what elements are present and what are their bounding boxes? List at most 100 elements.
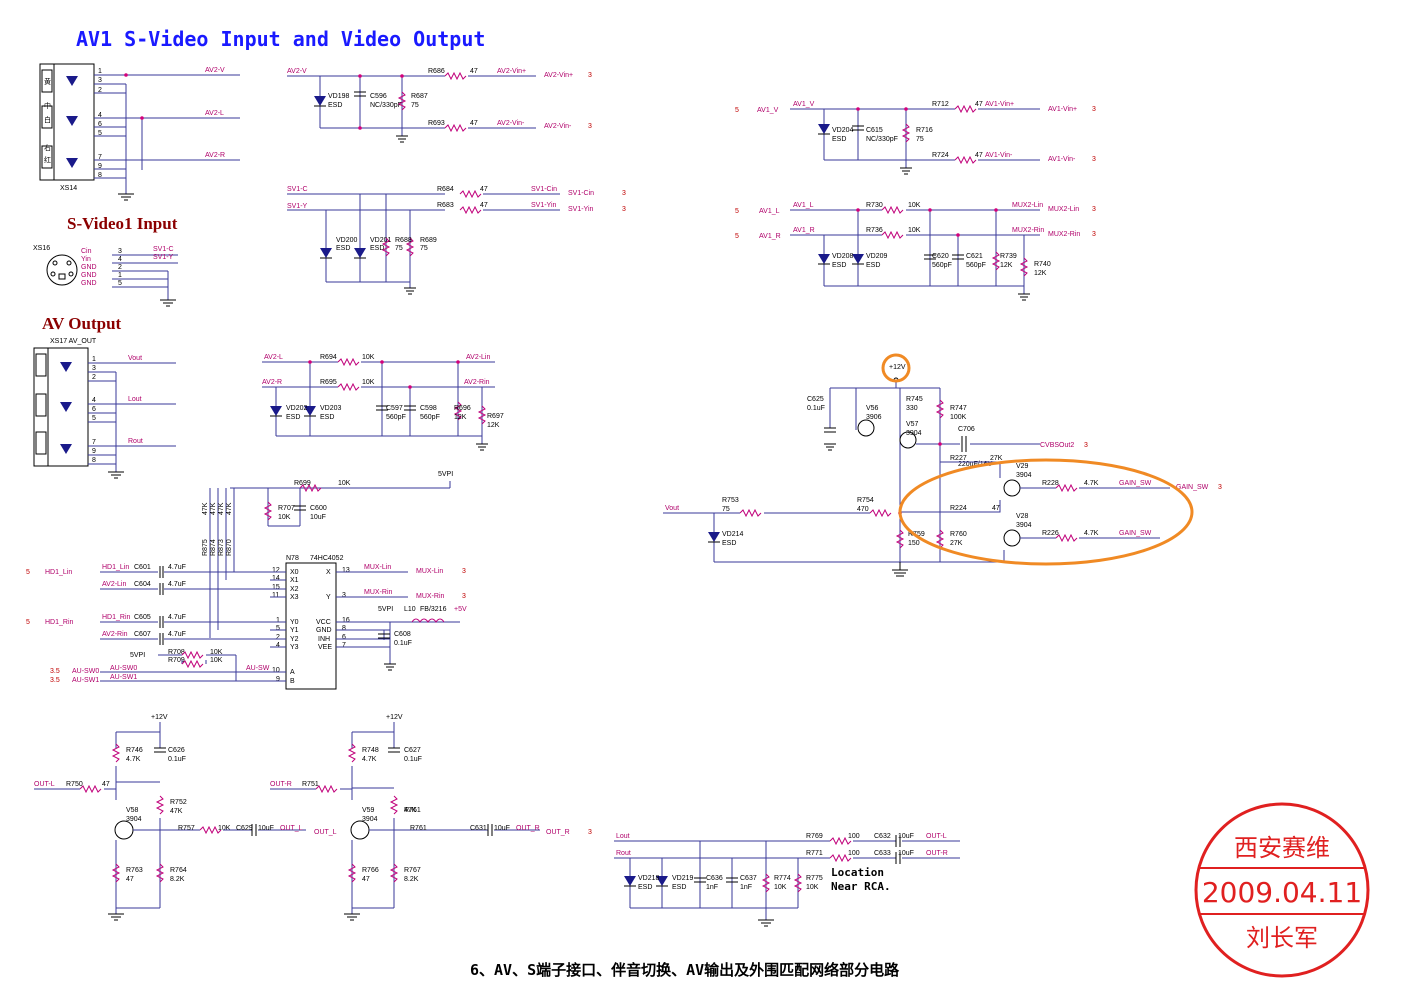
svg-text:C636: C636 <box>706 875 723 882</box>
svg-text:R769: R769 <box>806 833 823 840</box>
svg-text:560pF: 560pF <box>420 414 440 421</box>
svg-text:47K: 47K <box>226 502 233 515</box>
svg-text:C621: C621 <box>966 253 983 260</box>
svg-text:AV2-Vin+: AV2-Vin+ <box>497 68 526 75</box>
svg-text:47K: 47K <box>202 502 209 515</box>
svg-text:10uF: 10uF <box>898 850 914 857</box>
svg-text:7: 7 <box>342 642 346 649</box>
svg-text:10K: 10K <box>338 480 351 487</box>
svg-text:0.1uF: 0.1uF <box>807 405 825 412</box>
svg-text:OUT_R: OUT_R <box>516 825 540 832</box>
svg-text:V59: V59 <box>362 807 375 814</box>
svg-text:MUX2-Lin: MUX2-Lin <box>1012 202 1043 209</box>
svg-text:R228: R228 <box>1042 480 1059 487</box>
svg-text:R227: R227 <box>950 455 967 462</box>
svg-text:12K: 12K <box>454 414 467 421</box>
svg-text:R686: R686 <box>428 68 445 75</box>
svg-text:1: 1 <box>276 617 280 624</box>
svg-text:R697: R697 <box>487 413 504 420</box>
svg-text:R709: R709 <box>168 657 185 664</box>
svg-text:R874: R874 <box>210 539 217 556</box>
svg-text:3: 3 <box>462 593 466 600</box>
svg-text:R694: R694 <box>320 354 337 361</box>
svg-text:3: 3 <box>92 365 96 372</box>
svg-text:AV2-Lin: AV2-Lin <box>102 581 126 588</box>
svg-text:0.1uF: 0.1uF <box>168 756 186 763</box>
svg-text:560pF: 560pF <box>966 262 986 269</box>
svg-text:5: 5 <box>118 280 122 287</box>
svg-text:8: 8 <box>98 172 102 179</box>
svg-text:C608: C608 <box>394 631 411 638</box>
svg-text:VD219: VD219 <box>672 875 694 882</box>
svg-text:47: 47 <box>480 202 488 209</box>
svg-text:NC/330pF: NC/330pF <box>370 102 402 109</box>
svg-text:8.2K: 8.2K <box>404 876 419 883</box>
svg-text:VD203: VD203 <box>320 405 342 412</box>
svg-text:4: 4 <box>98 112 102 119</box>
svg-text:OUT-R: OUT-R <box>926 850 948 857</box>
svg-text:1: 1 <box>92 356 96 363</box>
svg-text:R712: R712 <box>932 101 949 108</box>
svg-text:10uF: 10uF <box>494 825 510 832</box>
svg-text:+12V: +12V <box>889 364 906 371</box>
svg-text:1nF: 1nF <box>740 884 752 891</box>
svg-text:2: 2 <box>276 634 280 641</box>
stamp-date: 2009.04.11 <box>1202 876 1362 909</box>
svg-text:0.1uF: 0.1uF <box>404 756 422 763</box>
svg-text:X0: X0 <box>290 569 299 576</box>
svg-text:8.2K: 8.2K <box>170 876 185 883</box>
svg-text:560pF: 560pF <box>932 262 952 269</box>
svg-text:R748: R748 <box>362 747 379 754</box>
svg-text:13: 13 <box>342 567 350 574</box>
avout-title: AV Output <box>42 314 122 333</box>
svg-text:5VPI: 5VPI <box>438 471 453 478</box>
svg-text:AV1_L: AV1_L <box>759 208 780 215</box>
svg-text:OUT_R: OUT_R <box>546 829 570 836</box>
svg-text:黄: 黄 <box>44 77 51 86</box>
svg-text:3: 3 <box>1092 231 1096 238</box>
svg-text:10K: 10K <box>362 354 375 361</box>
svg-text:SV1-C: SV1-C <box>287 186 308 193</box>
svg-text:47K: 47K <box>170 808 183 815</box>
connector-xs14: 黄 中 白 右 红 XS14 132 465 798 AV2-V AV2-L A… <box>39 63 240 201</box>
svg-text:OUT_L: OUT_L <box>280 825 303 832</box>
svg-text:R739: R739 <box>1000 253 1017 260</box>
svg-text:1nF: 1nF <box>706 884 718 891</box>
svg-text:R757: R757 <box>178 825 195 832</box>
svg-text:AV1_V: AV1_V <box>757 107 779 114</box>
svg-text:R716: R716 <box>916 127 933 134</box>
svg-text:9: 9 <box>98 163 102 170</box>
svg-text:ESD: ESD <box>286 414 300 421</box>
svg-text:75: 75 <box>722 506 730 513</box>
svg-text:R774: R774 <box>774 875 791 882</box>
svg-text:VD209: VD209 <box>866 253 888 260</box>
svg-text:V56: V56 <box>866 405 879 412</box>
svg-text:AU-SW1: AU-SW1 <box>110 674 137 681</box>
svg-text:3906: 3906 <box>866 414 882 421</box>
highlight-ellipse-gain <box>898 458 1194 566</box>
svg-text:R873: R873 <box>218 539 225 556</box>
svg-text:4.7uF: 4.7uF <box>168 564 186 571</box>
svg-text:3: 3 <box>588 72 592 79</box>
svg-text:Lout: Lout <box>616 833 630 840</box>
footer-caption: 6、AV、S端子接口、伴音切换、AV输出及外围匹配网络部分电路 <box>470 961 900 979</box>
svg-text:3904: 3904 <box>906 430 922 437</box>
svg-text:C597: C597 <box>386 405 403 412</box>
svg-text:3904: 3904 <box>1016 522 1032 529</box>
svg-text:VD202: VD202 <box>286 405 308 412</box>
svg-text:R763: R763 <box>126 867 143 874</box>
svg-text:R745: R745 <box>906 396 923 403</box>
svg-text:AV2-R: AV2-R <box>262 379 282 386</box>
svg-text:5: 5 <box>26 619 30 626</box>
svg-text:7: 7 <box>92 439 96 446</box>
location-note-line1: Location <box>831 866 884 879</box>
svg-text:12K: 12K <box>1000 262 1013 269</box>
svg-text:R224: R224 <box>950 505 967 512</box>
svg-text:SV1-Y: SV1-Y <box>287 203 308 210</box>
svg-text:AV1-Vin-: AV1-Vin- <box>1048 156 1076 163</box>
svg-text:GND: GND <box>81 272 97 279</box>
svg-text:R752: R752 <box>170 799 187 806</box>
svg-text:10K: 10K <box>774 884 787 891</box>
svg-text:AV2-Lin: AV2-Lin <box>466 354 490 361</box>
